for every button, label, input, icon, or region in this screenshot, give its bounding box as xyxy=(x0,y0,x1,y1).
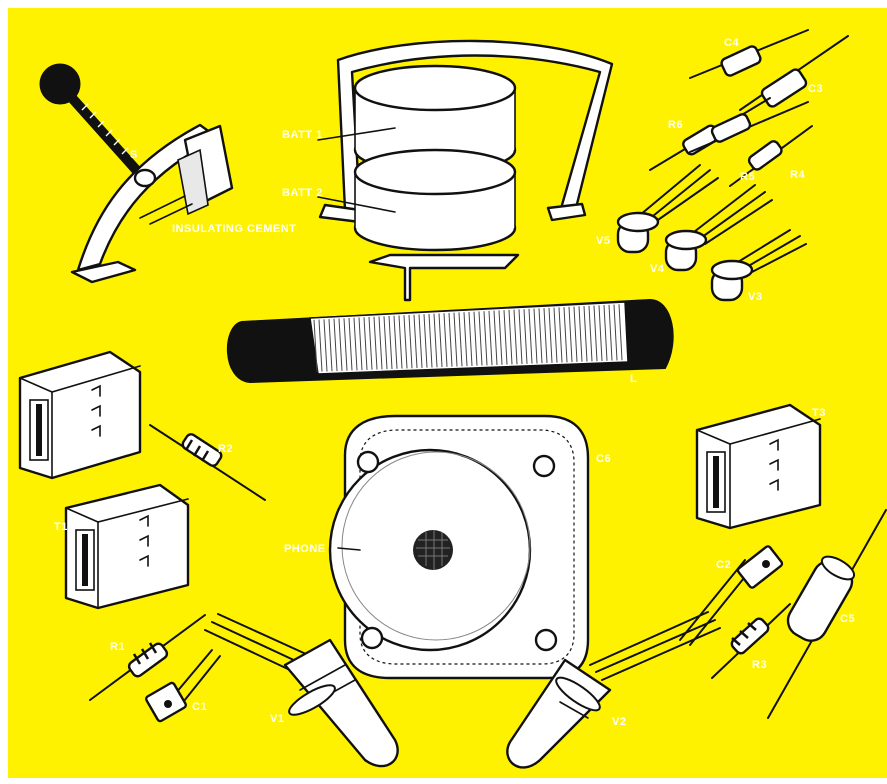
label-v4: V4 xyxy=(650,263,665,275)
label-c2: C2 xyxy=(716,559,731,571)
label-c1: C1 xyxy=(192,701,207,713)
label-r1: R1 xyxy=(110,641,125,653)
label-c4: C4 xyxy=(724,37,739,49)
label-v5: V5 xyxy=(596,235,610,247)
label-v3: V3 xyxy=(748,291,762,303)
phone-screw-tr xyxy=(534,456,554,476)
label-c5: C5 xyxy=(840,613,855,625)
phone-screw-bl xyxy=(362,628,382,648)
label-batt2: BATT 2 xyxy=(282,187,323,199)
label-r6: R6 xyxy=(668,119,683,131)
label-r4: R4 xyxy=(790,169,805,181)
label-phone: PHONE xyxy=(284,543,326,555)
label-c3: C3 xyxy=(808,83,823,95)
label-t1: T1 xyxy=(54,521,68,533)
label-r2: R2 xyxy=(218,443,233,455)
label-v1: V1 xyxy=(270,713,284,725)
phone-center-opening xyxy=(413,530,453,570)
phone-screw-br xyxy=(536,630,556,650)
label-insulating-cement: INSULATING CEMENT xyxy=(172,223,296,235)
label-batt1: BATT 1 xyxy=(282,129,323,141)
label-c6: C6 xyxy=(596,453,611,465)
label-antenna: L xyxy=(630,373,637,385)
label-t3: T3 xyxy=(812,407,826,419)
label-r3: R3 xyxy=(752,659,767,671)
label-s: S xyxy=(130,149,138,161)
switch-nut xyxy=(135,170,155,186)
label-t2: T2 xyxy=(56,376,70,388)
battery-2 xyxy=(355,150,515,194)
label-r5: R5 xyxy=(740,171,755,183)
phone-screw-tl xyxy=(358,452,378,472)
label-v2: V2 xyxy=(612,716,626,728)
battery-1 xyxy=(355,66,515,110)
